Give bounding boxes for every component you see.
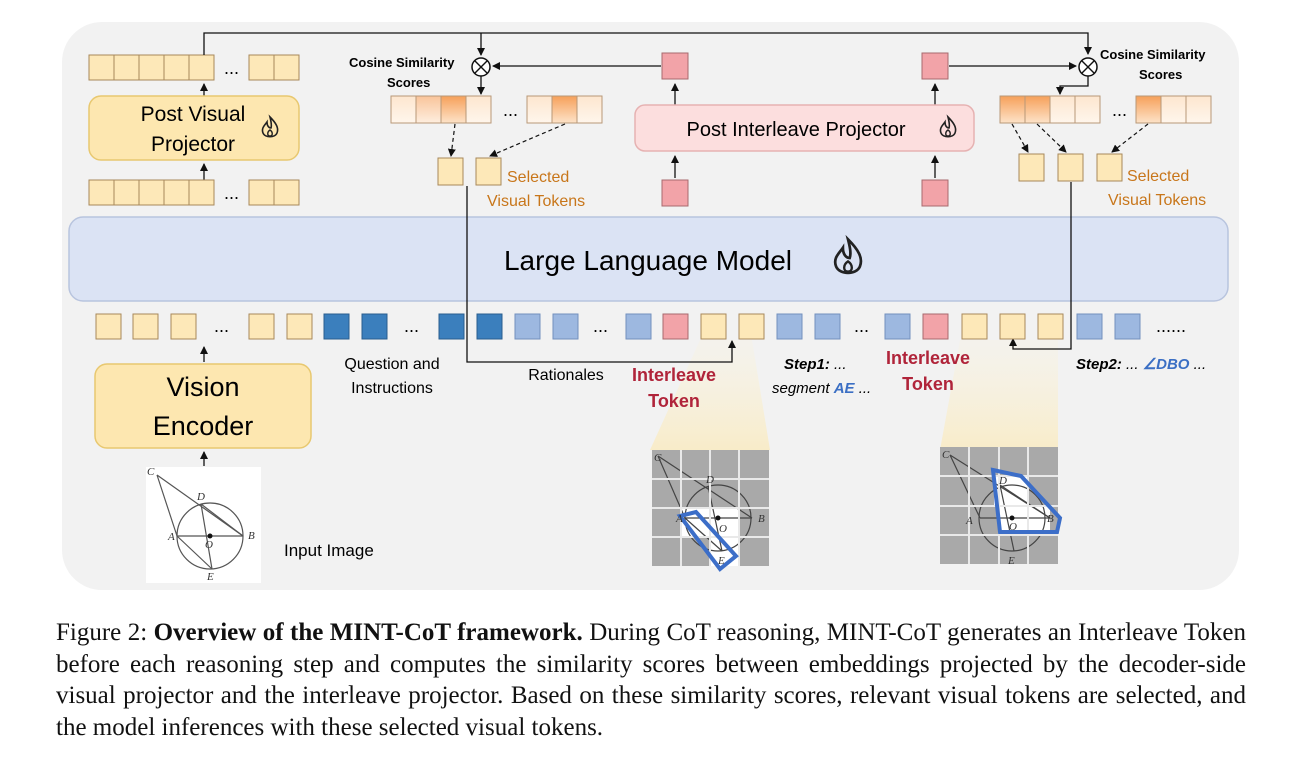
svg-text:C: C: [942, 449, 950, 461]
svg-text:A: A: [965, 515, 973, 527]
caption-body: During CoT reasoning, MINT-CoT generates…: [56, 619, 1246, 741]
similarity-score-row-right: [999, 95, 1212, 124]
selected-visual-token: [1096, 153, 1123, 182]
svg-text:E: E: [1007, 555, 1015, 567]
interleave-token-label-2: Interleave: [886, 348, 970, 368]
input-image-label: Input Image: [284, 541, 374, 560]
ellipsis: ...: [224, 183, 239, 203]
visual-token-row-input: [88, 179, 300, 206]
ellipsis: ...: [404, 316, 419, 336]
interleave-token-label-1-2: Token: [648, 391, 700, 411]
cosine-similarity-label-right-2: Scores: [1139, 67, 1182, 82]
svg-text:C: C: [147, 466, 155, 478]
beam-right: [940, 340, 1058, 450]
interleave-token-embedding: [921, 179, 949, 207]
vision-encoder-label: Vision: [166, 372, 239, 402]
selected-visual-token: [1018, 153, 1045, 182]
large-language-model-label: Large Language Model: [504, 245, 792, 276]
cosine-similarity-label-left-2: Scores: [387, 75, 430, 90]
selected-visual-token: [475, 157, 502, 186]
projected-visual-token-row: [88, 54, 300, 81]
svg-text:O: O: [1009, 521, 1017, 533]
cosine-similarity-label-right: Cosine Similarity: [1100, 47, 1206, 62]
token-sequence: [95, 313, 1141, 340]
ellipsis: ...: [1112, 100, 1127, 120]
ellipsis: ...: [224, 58, 239, 78]
question-instructions-label-2: Instructions: [351, 380, 433, 397]
svg-text:D: D: [196, 491, 205, 503]
svg-text:C: C: [654, 452, 662, 464]
ellipsis: ...: [214, 316, 229, 336]
svg-text:B: B: [248, 530, 255, 542]
caption-label: Figure 2:: [56, 619, 154, 646]
step2-label: Step2: ... ∠DBO ...: [1076, 356, 1206, 373]
interleave-token-label-2-2: Token: [902, 374, 954, 394]
selected-visual-tokens-label-left: Selected: [507, 169, 569, 186]
interleave-token-embedding: [661, 179, 689, 207]
post-visual-projector-label-2: Projector: [151, 133, 235, 156]
beam-left: [650, 340, 770, 450]
post-visual-projector-box: [88, 95, 300, 161]
step1-text: segment AE ...: [772, 380, 871, 397]
input-geometry-image: C D A O B E: [146, 466, 261, 583]
post-interleave-projector-box: [634, 104, 975, 152]
selected-visual-token: [1057, 153, 1084, 182]
interleave-embedding-top-left: [661, 52, 689, 80]
svg-text:O: O: [205, 539, 213, 551]
svg-text:E: E: [717, 555, 725, 567]
svg-text:D: D: [705, 474, 714, 486]
cosine-similarity-label-left: Cosine Similarity: [349, 55, 455, 70]
ellipsis: ...: [593, 316, 608, 336]
svg-text:A: A: [675, 513, 683, 525]
ellipsis: ......: [1156, 316, 1186, 336]
ellipsis: ...: [854, 316, 869, 336]
interleave-token-label-1: Interleave: [632, 365, 716, 385]
post-interleave-projector-label: Post Interleave Projector: [687, 119, 906, 141]
vision-encoder-label-2: Encoder: [153, 411, 254, 441]
interleave-embedding-top-right: [921, 52, 949, 80]
similarity-score-row-left: [390, 95, 603, 124]
selected-visual-token: [437, 157, 464, 186]
vision-encoder-box: [94, 363, 312, 449]
selected-visual-tokens-label-right-2: Visual Tokens: [1108, 192, 1206, 209]
ellipsis: ...: [503, 100, 518, 120]
caption-title: Overview of the MINT-CoT framework.: [153, 619, 583, 646]
svg-text:A: A: [167, 531, 175, 543]
selected-visual-tokens-label-right: Selected: [1127, 168, 1189, 185]
svg-text:D: D: [998, 475, 1007, 487]
mint-cot-framework-diagram: ... Post Visual Projector ... Cosine Sim…: [62, 22, 1239, 590]
large-language-model-box: [68, 216, 1229, 302]
patch-image-step2: C D A O B E: [940, 447, 1063, 567]
figure-caption: Figure 2: Overview of the MINT-CoT frame…: [56, 617, 1246, 743]
svg-text:O: O: [719, 523, 727, 535]
svg-text:B: B: [1047, 513, 1054, 525]
post-visual-projector-label: Post Visual: [141, 103, 246, 126]
question-instructions-label: Question and: [344, 356, 439, 373]
svg-text:B: B: [758, 513, 765, 525]
svg-text:E: E: [206, 571, 214, 583]
patch-image-step1: C D A O B E: [652, 450, 769, 572]
step1-label: Step1: ...: [784, 356, 847, 373]
rationales-label: Rationales: [528, 367, 604, 384]
selected-visual-tokens-label-left-2: Visual Tokens: [487, 193, 585, 210]
